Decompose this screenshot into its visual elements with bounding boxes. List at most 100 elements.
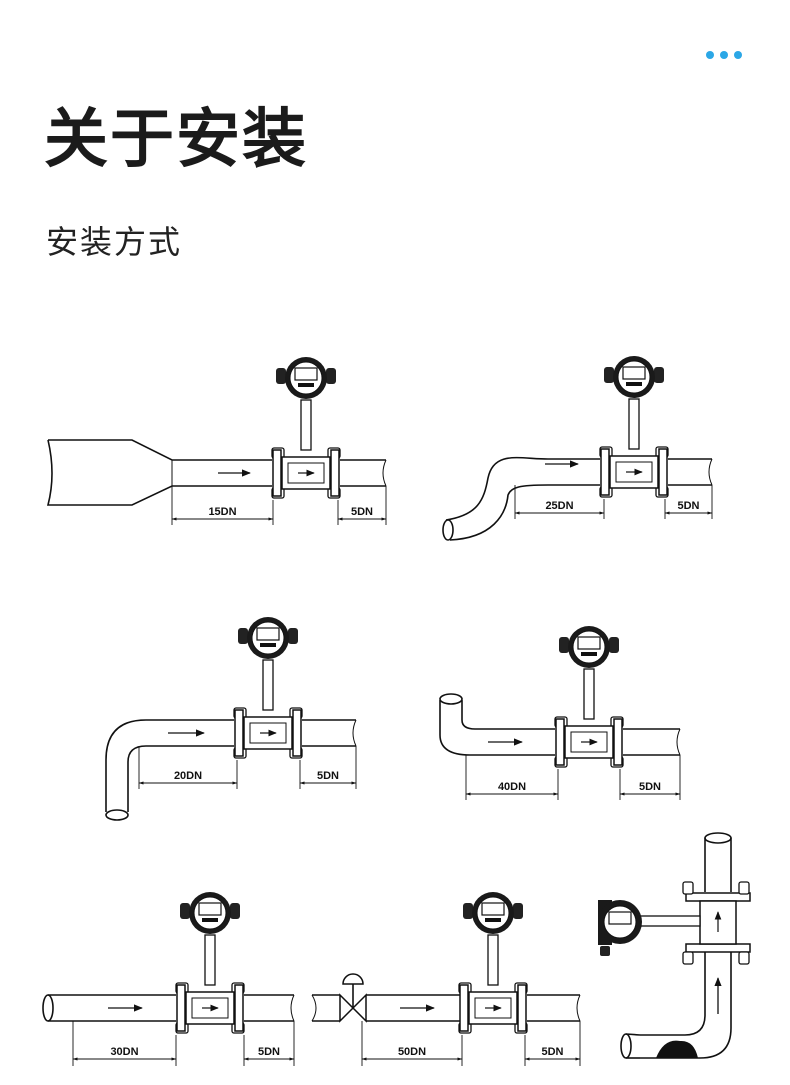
dimension-label: 25DN: [545, 500, 573, 512]
meter-stem: [628, 398, 640, 450]
pipe-end: [704, 832, 732, 844]
pipe-stub-top: [625, 1033, 641, 1036]
cable-gland: [276, 368, 286, 384]
dimension-label: 5DN: [258, 1046, 280, 1058]
diagram-valve-install: 50DN 5DN: [311, 892, 581, 1066]
meter-bore: [570, 731, 608, 753]
dimension-label: 5DN: [639, 781, 661, 793]
meter-bore: [615, 461, 653, 483]
keypad: [202, 918, 218, 922]
valve-handwheel: [342, 973, 364, 985]
diagram-vertical-install: [598, 832, 751, 1059]
cable-gland: [559, 637, 569, 653]
meter-bore: [191, 997, 229, 1019]
meter-bore: [249, 722, 287, 744]
lcd-display: [198, 902, 222, 916]
pipe-break: [382, 459, 387, 487]
dimension-label: 15DN: [208, 506, 236, 518]
flange-bolt: [682, 951, 694, 965]
pipe-break: [290, 994, 295, 1022]
dot: [734, 51, 742, 59]
flange-left: [555, 718, 565, 766]
keypad: [298, 383, 314, 387]
cable-gland: [609, 637, 619, 653]
flange-right: [658, 448, 668, 496]
pipe-end: [105, 809, 129, 821]
pipe-elbow-inner: [640, 952, 706, 1036]
dimension-label: 5DN: [677, 500, 699, 512]
diagram-reducer-install: 15DN 5DN: [46, 357, 387, 525]
cable-gland: [604, 367, 614, 383]
cable-gland: [463, 903, 473, 919]
cable-gland: [288, 628, 298, 644]
flange-left: [234, 709, 244, 757]
meter-stem: [262, 659, 274, 711]
flange-left: [272, 449, 282, 497]
flange-right: [234, 984, 244, 1032]
dimension-label: 40DN: [498, 781, 526, 793]
lcd-display: [294, 367, 318, 381]
section-subtitle: 安装方式: [46, 223, 183, 261]
dimension-label: 50DN: [398, 1046, 426, 1058]
lcd-display: [577, 636, 601, 650]
flange-right: [517, 984, 527, 1032]
pipe-bend-top: [445, 456, 600, 521]
flange-bolt: [682, 881, 694, 895]
cable-gland: [238, 628, 248, 644]
pipe-end: [439, 693, 463, 705]
meter-stem: [487, 934, 499, 986]
diagram-bend-down-install: 25DN 5DN: [442, 356, 713, 541]
pipe-break: [576, 994, 581, 1022]
cable-gland: [326, 368, 336, 384]
pipe-elbow-outer: [640, 952, 732, 1059]
flange-left: [459, 984, 469, 1032]
pipe-elbow-outer: [439, 700, 555, 756]
pipe-elbow-outer: [105, 719, 234, 812]
page-title: 关于安装: [44, 103, 308, 177]
lcd-display: [608, 911, 632, 925]
lcd-display: [256, 627, 280, 641]
keypad: [260, 643, 276, 647]
keypad: [626, 382, 642, 386]
keypad: [485, 918, 501, 922]
pipe-support: [656, 1040, 698, 1058]
pipe-break: [676, 728, 681, 756]
cable-gland: [180, 903, 190, 919]
diagram-elbow-up-install: 40DN 5DN: [439, 626, 681, 800]
cable-gland: [230, 903, 240, 919]
meter-bore: [287, 462, 325, 484]
pipe-reducer-bottom: [46, 439, 272, 506]
flange-left: [600, 448, 610, 496]
pipe-break: [352, 719, 357, 747]
pipe-end: [42, 994, 54, 1022]
pipe-elbow-inner: [461, 700, 555, 730]
dimension-label: 30DN: [110, 1046, 138, 1058]
meter-bore: [474, 997, 512, 1019]
flange-right: [613, 718, 623, 766]
pipe-end: [620, 1033, 632, 1059]
pipe-bend-bottom: [449, 484, 600, 541]
cable-gland: [600, 946, 610, 956]
flange-right: [330, 449, 340, 497]
diagram-straight-inlet-install: 30DN 5DN: [42, 892, 295, 1066]
pipe-reducer-top: [48, 439, 272, 461]
flange-bottom: [685, 943, 751, 953]
pipe-break: [708, 458, 713, 486]
lcd-display: [481, 902, 505, 916]
pipe-break: [311, 994, 317, 1022]
meter-stem: [633, 915, 701, 927]
dot: [720, 51, 728, 59]
cable-gland: [513, 903, 523, 919]
flange-bolt: [738, 881, 750, 895]
dimension-label: 20DN: [174, 770, 202, 782]
meter-stem: [204, 934, 216, 986]
flange-bolt: [738, 951, 750, 965]
dimension-label: 5DN: [351, 506, 373, 518]
lcd-display: [622, 366, 646, 380]
more-dots-icon[interactable]: [706, 51, 742, 59]
flange-right: [292, 709, 302, 757]
cable-gland: [654, 367, 664, 383]
dimension-label: 5DN: [541, 1046, 563, 1058]
